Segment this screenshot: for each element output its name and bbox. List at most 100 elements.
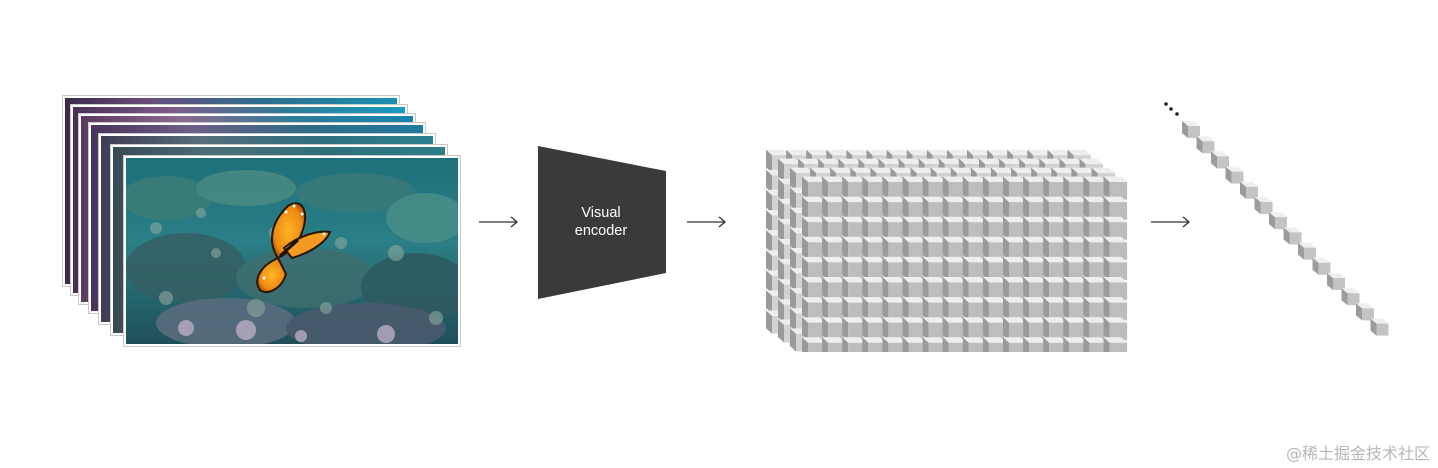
feature-cube [902, 256, 927, 280]
token-cube [1269, 212, 1287, 230]
feature-cube [1043, 256, 1067, 280]
feature-cube [982, 216, 1007, 240]
feature-cube [882, 277, 906, 301]
feature-cube [962, 176, 987, 200]
feature-cube [902, 337, 927, 352]
coral-reef-image [126, 158, 458, 344]
token-cube [1254, 197, 1273, 214]
feature-cube [1023, 236, 1047, 260]
feature-cube [882, 236, 906, 260]
feature-cube [1003, 216, 1027, 240]
feature-cube [862, 256, 886, 280]
feature-cube [1023, 256, 1047, 280]
feature-cube [1023, 337, 1047, 352]
feature-cube [962, 317, 987, 341]
feature-cube [1023, 196, 1047, 220]
feature-cube [802, 236, 826, 260]
feature-cube [962, 236, 987, 260]
feature-cube [962, 216, 987, 240]
feature-cube [802, 337, 826, 352]
feature-cube [842, 277, 866, 301]
feature-cube [882, 216, 906, 240]
feature-cube [982, 337, 1007, 352]
video-frame-front [124, 156, 460, 346]
feature-cube [802, 277, 826, 301]
feature-cube [942, 337, 967, 352]
feature-cube [862, 236, 886, 260]
feature-cube [942, 216, 967, 240]
feature-cube [1103, 196, 1128, 220]
feature-cube [922, 317, 947, 341]
feature-cube [882, 176, 906, 200]
feature-cube [1003, 176, 1027, 200]
token-cube [1312, 257, 1331, 275]
feature-cube [1083, 176, 1107, 200]
feature-cube [842, 297, 866, 321]
feature-cube [1023, 216, 1047, 240]
token-cube [1370, 318, 1389, 336]
feature-cube [1043, 277, 1067, 301]
arrow-right-icon [1151, 216, 1191, 228]
feature-cube [822, 196, 846, 220]
feature-cube [942, 317, 967, 341]
feature-cube [1003, 236, 1027, 260]
feature-cube [982, 196, 1007, 220]
token-cube [1240, 181, 1258, 199]
feature-cube [1023, 176, 1047, 200]
feature-cube [922, 236, 947, 260]
feature-cube [902, 277, 927, 301]
visual-encoder-label: Visual encoder [574, 205, 628, 239]
feature-cube [842, 337, 866, 352]
feature-cube [842, 317, 866, 341]
feature-cube [1023, 317, 1047, 341]
feature-cube [882, 256, 906, 280]
feature-cube [1063, 317, 1087, 341]
token-cube [1298, 242, 1316, 260]
feature-cube-grid [766, 149, 1128, 352]
feature-cube [802, 256, 826, 280]
ellipsis-icon [1164, 102, 1179, 116]
feature-cube [1063, 196, 1087, 220]
feature-cube [962, 337, 987, 352]
feature-cube [1003, 337, 1027, 352]
feature-cube [1003, 196, 1027, 220]
feature-cube [942, 277, 967, 301]
arrow-right-icon [687, 216, 727, 228]
feature-cube [902, 317, 927, 341]
feature-cube [962, 277, 987, 301]
feature-cube [982, 176, 1007, 200]
feature-cube [1063, 337, 1087, 352]
feature-cube [922, 337, 947, 352]
feature-cube [962, 256, 987, 280]
feature-cube [962, 297, 987, 321]
feature-cube [1103, 256, 1128, 280]
feature-cube [1103, 317, 1128, 341]
feature-cube [902, 216, 927, 240]
feature-cube [982, 317, 1007, 341]
feature-cube [862, 277, 886, 301]
feature-cube [1043, 317, 1067, 341]
feature-cube [862, 337, 886, 352]
feature-cube [982, 297, 1007, 321]
token-cube [1196, 136, 1215, 154]
feature-cube [982, 277, 1007, 301]
feature-cube [1103, 236, 1128, 260]
feature-cube [1063, 236, 1087, 260]
feature-cube [922, 176, 947, 200]
feature-cube [922, 277, 947, 301]
token-cube [1356, 303, 1374, 321]
feature-cube [902, 297, 927, 321]
token-cube [1211, 151, 1229, 169]
feature-cube [822, 297, 846, 321]
token-cube [1225, 166, 1244, 184]
token-cube [1341, 288, 1360, 306]
feature-cube [982, 256, 1007, 280]
feature-cube [1083, 337, 1107, 352]
arrow-right-icon [479, 216, 519, 228]
feature-cube [842, 196, 866, 220]
visual-encoder-block [538, 146, 666, 299]
feature-cube [922, 196, 947, 220]
feature-cube [1083, 236, 1107, 260]
token-cube [1182, 121, 1200, 138]
feature-cube [942, 196, 967, 220]
